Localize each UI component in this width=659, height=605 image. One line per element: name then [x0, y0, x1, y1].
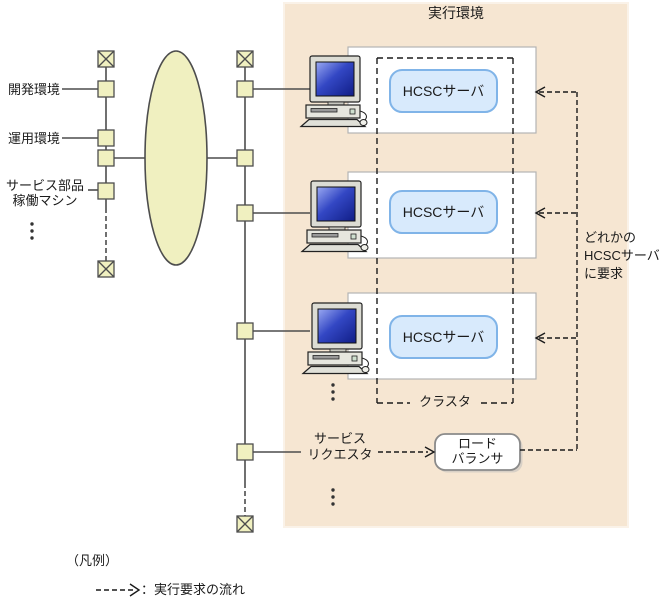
vertical-dots-icon: [331, 488, 335, 506]
arrowhead-left-icon: [534, 332, 546, 344]
network-ellipse-icon: [144, 50, 208, 266]
network-nodes-left: [97, 50, 115, 278]
label-dev-environment: 開発環境: [7, 82, 60, 97]
computer-icon: [300, 55, 368, 128]
request-flow-arrowheads: [424, 86, 546, 458]
hcsc-server-shapes: [389, 69, 498, 359]
legend-flow-label: ：実行要求の流れ: [141, 582, 246, 597]
network-terminator-x-icon: [97, 50, 115, 68]
network-node-square: [97, 80, 115, 98]
network-node-square: [97, 149, 115, 167]
request-note: どれかの HCSCサーバ に要求: [584, 229, 659, 283]
request-note-line: HCSCサーバ: [584, 248, 659, 263]
network-terminator-x-icon: [97, 260, 115, 278]
network-nodes-right: [236, 50, 254, 533]
legend-flow-arrow-icon: [96, 583, 141, 597]
network-terminator-x-icon: [236, 515, 254, 533]
label-line: サービス部品: [5, 178, 84, 193]
label-line: リクエスタ: [307, 447, 373, 462]
network-node-square: [236, 204, 254, 222]
hcsc-server-label-3: HCSCサーバ: [402, 329, 485, 345]
hcsc-server-label-2: HCSCサーバ: [402, 204, 485, 220]
network-bus-right: [244, 67, 310, 516]
arrowhead-left-icon: [534, 86, 546, 98]
label-line: 稼働マシン: [12, 193, 78, 208]
label-line: ロード: [457, 436, 497, 451]
request-note-line: に要求: [584, 266, 624, 281]
computer-icon: [301, 180, 369, 253]
vertical-dots-icon: [331, 383, 335, 401]
service-requester-label: サービス リクエスタ: [301, 431, 379, 463]
network-node-square: [236, 80, 254, 98]
vertical-dots-icon: [30, 222, 34, 240]
arrowhead-right-icon: [424, 446, 436, 458]
arrowhead-left-icon: [534, 207, 546, 219]
network-node-square: [236, 443, 254, 461]
network-node-square: [236, 149, 254, 167]
load-balancer-shape: [434, 433, 523, 473]
request-note-line: どれかの: [584, 230, 637, 245]
computer-icon: [302, 302, 370, 375]
network-terminator-x-icon: [236, 50, 254, 68]
network-node-square: [236, 322, 254, 340]
request-flow-lines: [378, 91, 578, 453]
network-node-square: [97, 182, 115, 200]
label-service-parts-machine: サービス部品 稼働マシン: [2, 178, 88, 208]
execution-env-title: 実行環境: [428, 5, 484, 21]
label-line: サービス: [313, 431, 366, 446]
cluster-boundary: [376, 57, 514, 404]
label-ops-environment: 運用環境: [7, 131, 60, 146]
cluster-label: クラスタ: [419, 394, 471, 409]
hcsc-server-shape-2: [389, 190, 498, 234]
label-line: バランサ: [451, 451, 504, 466]
network-node-square: [97, 129, 115, 147]
hcsc-server-shape-1: [389, 69, 498, 113]
hcsc-server-label-1: HCSCサーバ: [402, 83, 485, 99]
load-balancer-label: ロード バランサ: [435, 436, 520, 466]
legend-title: （凡例）: [66, 553, 119, 568]
hcsc-server-shape-3: [389, 315, 498, 359]
